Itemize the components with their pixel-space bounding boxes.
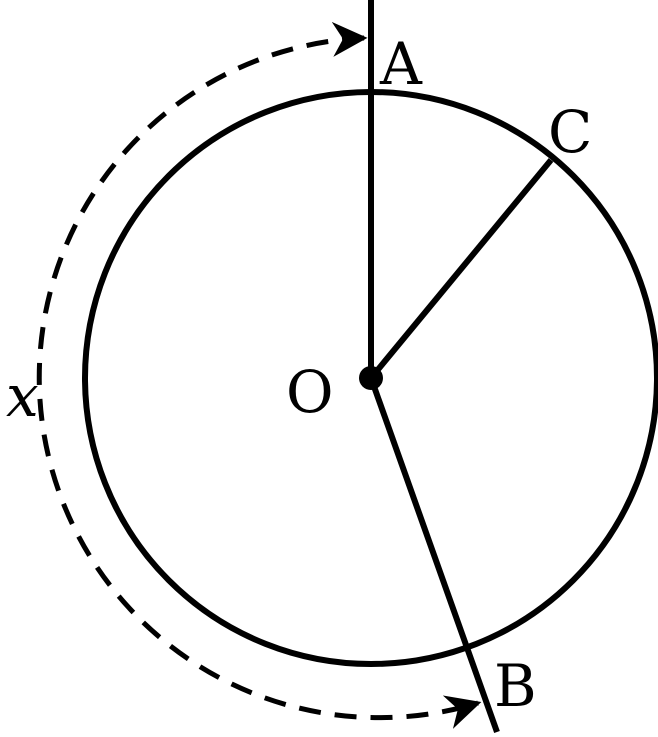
label-o: O <box>286 358 334 426</box>
ray-ob <box>368 376 500 734</box>
label-a: A <box>379 30 423 98</box>
center-point-o <box>359 366 383 390</box>
segment-oc <box>368 158 554 380</box>
label-c: C <box>548 98 592 166</box>
dashed-arc-x <box>36 21 482 729</box>
label-b: B <box>494 652 537 720</box>
label-x: x <box>6 362 39 430</box>
